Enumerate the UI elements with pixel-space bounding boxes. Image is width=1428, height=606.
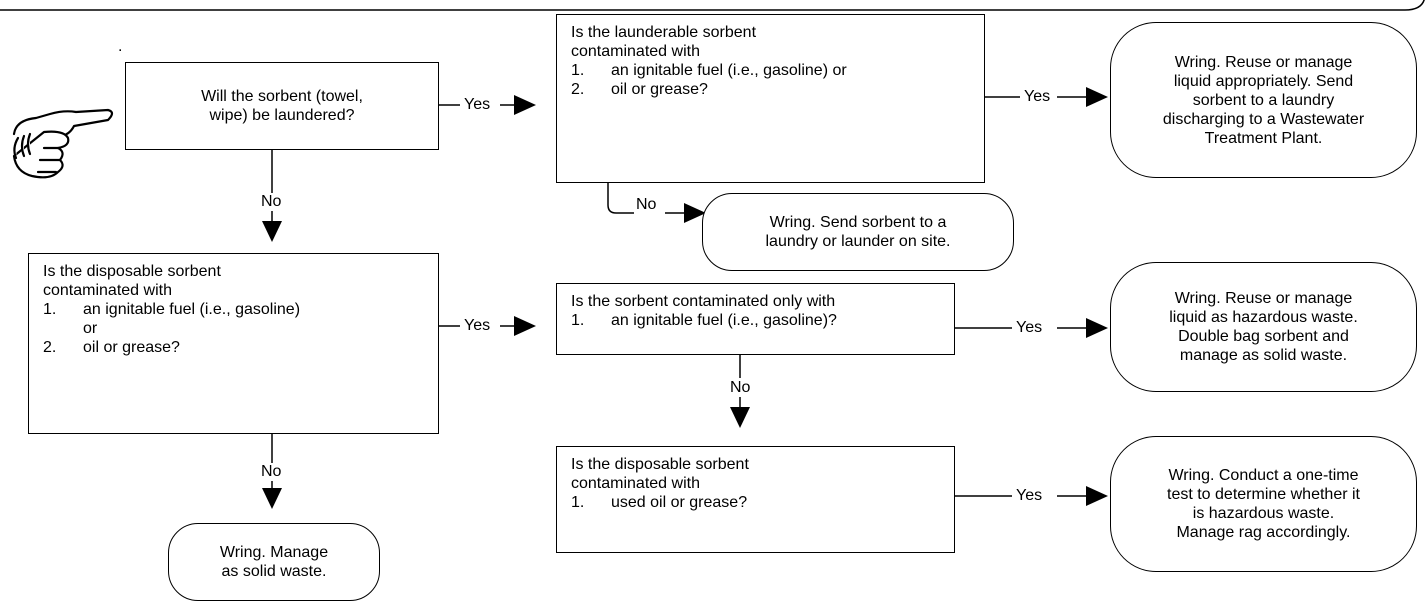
result-wring-launder-on-site: Wring. Send sorbent to a laundry or laun… <box>702 193 1014 271</box>
result-wring-one-time-test: Wring. Conduct a one-time test to determ… <box>1110 436 1417 572</box>
question-launderable-contaminated: Is the launderable sorbent contaminated … <box>556 14 985 183</box>
edge-yes-label: Yes <box>1014 487 1045 505</box>
question-contaminated-only-ignitable: Is the sorbent contaminated only with 1.… <box>556 283 955 355</box>
edge-no-label: No <box>259 193 284 211</box>
edge-yes-label: Yes <box>1022 88 1053 106</box>
edge-yes-label: Yes <box>1014 319 1045 337</box>
result-wring-send-laundry-wastewater: Wring. Reuse or manage liquid appropriat… <box>1110 22 1417 178</box>
edge-no-label: No <box>634 196 659 214</box>
stray-mark: . <box>118 38 123 56</box>
result-wring-manage-solid-waste: Wring. Manage as solid waste. <box>168 523 380 601</box>
edge-yes-label: Yes <box>462 317 493 335</box>
edge-no-label: No <box>259 463 284 481</box>
result-wring-hazardous-double-bag: Wring. Reuse or manage liquid as hazardo… <box>1110 262 1417 392</box>
question-disposable-contaminated: Is the disposable sorbent contaminated w… <box>28 253 439 434</box>
pointing-hand-icon <box>12 108 114 179</box>
question-disposable-used-oil: Is the disposable sorbent contaminated w… <box>556 446 955 553</box>
edge-yes-label: Yes <box>462 96 493 114</box>
question-will-be-laundered: Will the sorbent (towel, wipe) be launde… <box>125 62 439 150</box>
edge-no-label: No <box>728 379 753 397</box>
